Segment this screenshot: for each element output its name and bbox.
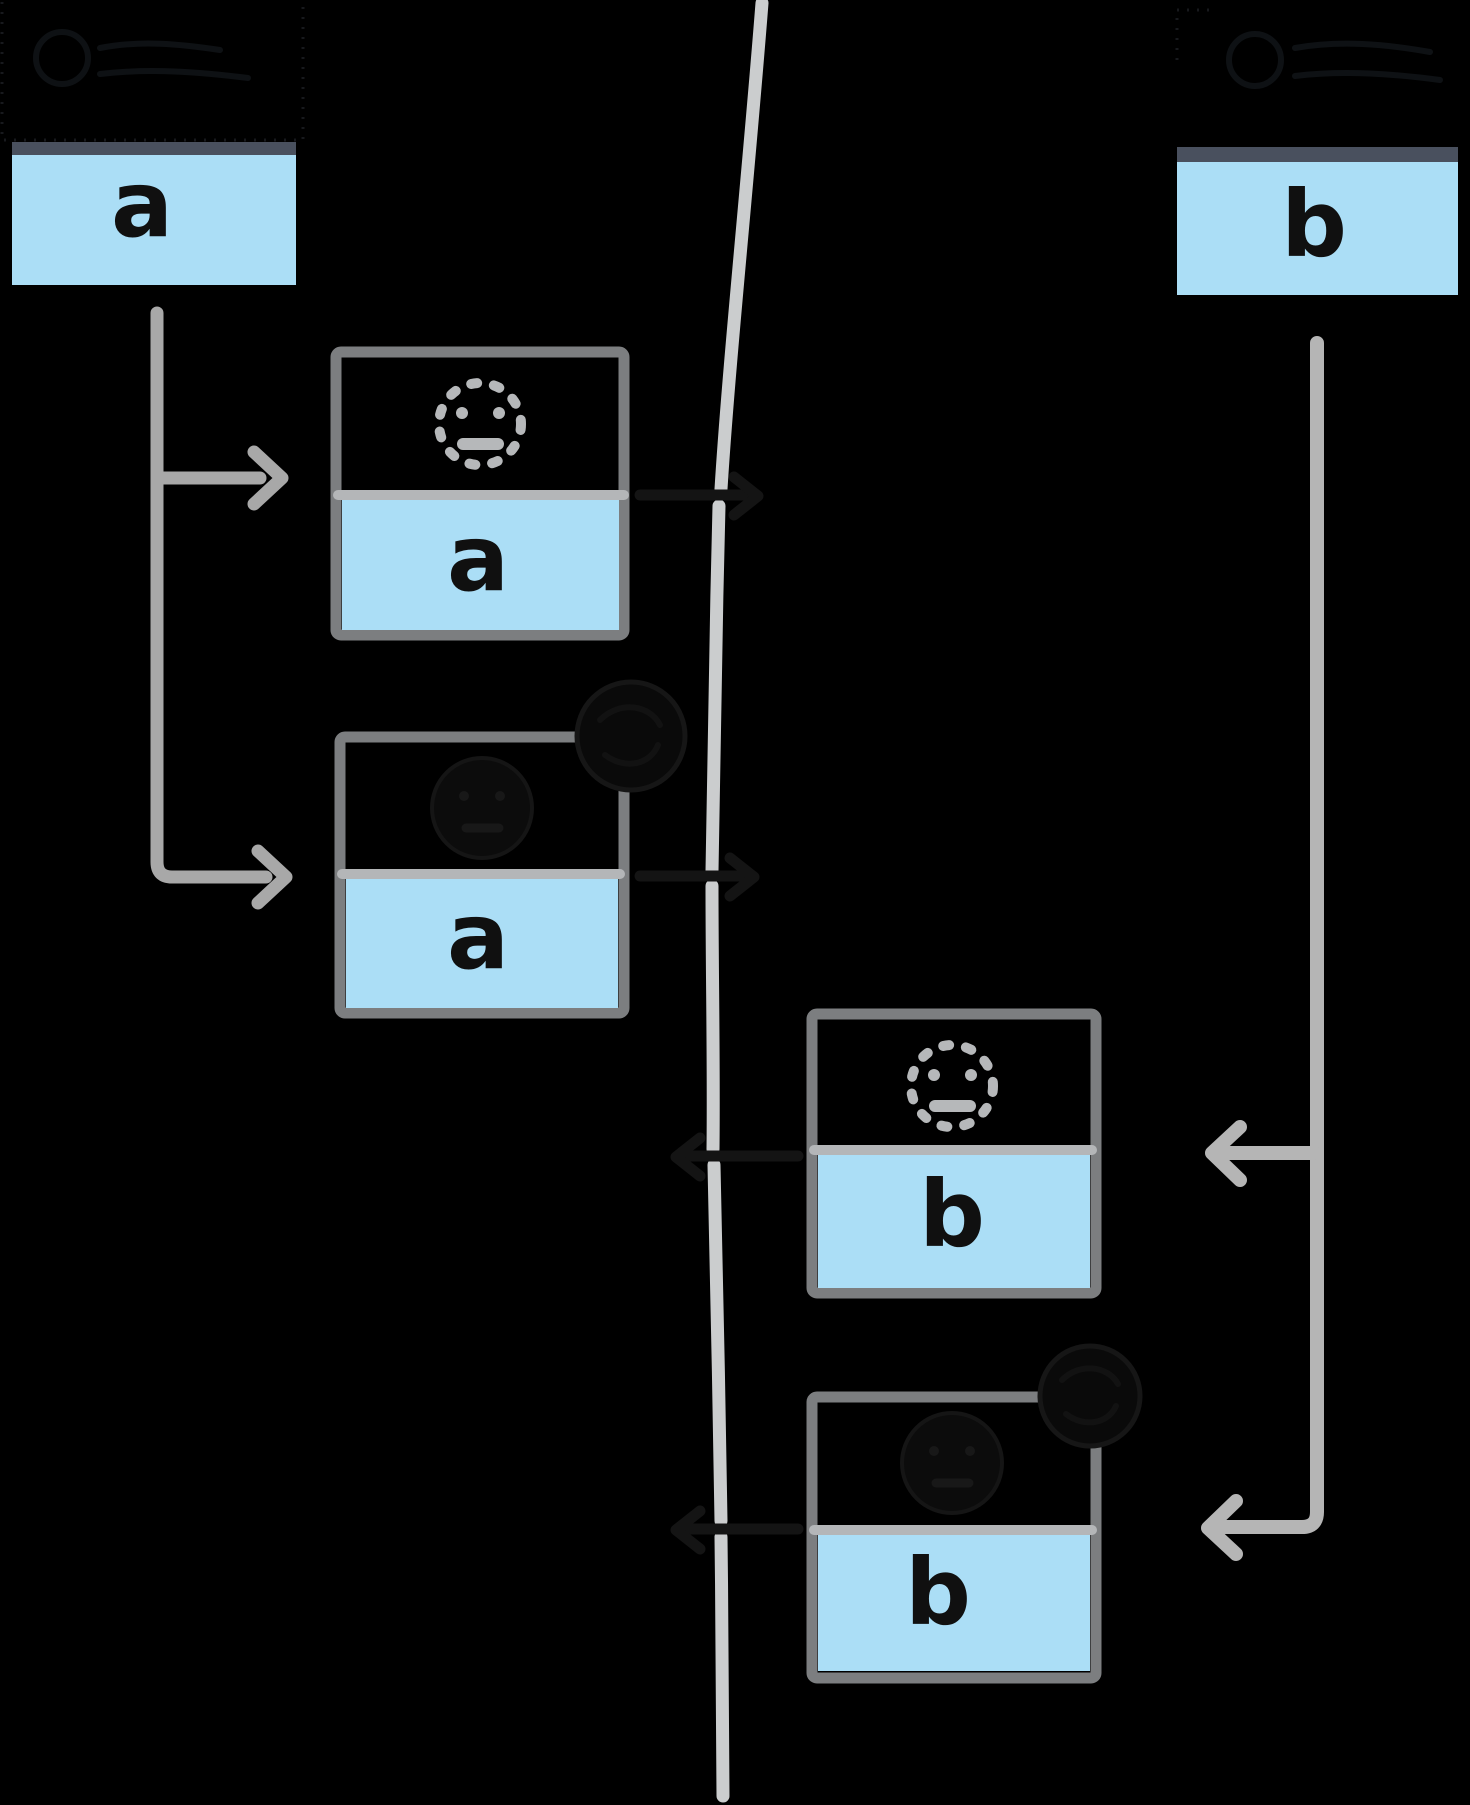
scribble-badge-marks [1059, 1365, 1121, 1426]
file-box-b-titlebar [1177, 147, 1458, 162]
timeline [705, 0, 769, 1803]
file-box-a-body [12, 142, 296, 285]
branch-lines-right [1201, 336, 1324, 1561]
hidden-avatar-icon [430, 756, 534, 860]
branch-lines-left [150, 306, 293, 910]
hidden-avatar-eye [495, 791, 505, 801]
dashed-avatar-icon [434, 378, 526, 470]
commit-box-a1-label: a [447, 505, 509, 612]
hidden-avatar-eye [929, 1446, 939, 1456]
file-box-a-label: a [111, 151, 173, 258]
commit-box-b2-label: b [905, 1539, 971, 1646]
commit-box-b2-blue-half [818, 1535, 1090, 1671]
hidden-label-left-scribble [33, 29, 251, 87]
timeline-segment [714, 1530, 730, 1803]
timeline-segment [714, 0, 769, 496]
hidden-label-right-border [1175, 8, 1215, 60]
branch-arrowhead-b2 [1201, 1494, 1243, 1561]
commit-box-a2-label: a [447, 883, 509, 990]
file-box-b: b [1177, 147, 1458, 295]
scribble-badge-marks [597, 704, 663, 767]
commit-box-b2: b [806, 1343, 1143, 1684]
scribble-badge-icon [1037, 1343, 1143, 1449]
dashed-avatar-ring [906, 1040, 998, 1132]
file-box-b-label: b [1281, 171, 1347, 278]
commit-box-b1: b [806, 1008, 1102, 1299]
file-box-b-body [1177, 147, 1458, 295]
avatar-eye-left [456, 407, 468, 419]
hidden-label-left [0, 0, 305, 142]
avatar-eye-left [928, 1069, 940, 1081]
branch-line-b-main [1215, 336, 1324, 1534]
avatar-eye-right [965, 1069, 977, 1081]
timeline-segment [705, 879, 720, 1156]
scribble-badge-blob [1037, 1343, 1143, 1449]
dashed-avatar-icon [906, 1040, 998, 1132]
hidden-label-right [1175, 8, 1443, 89]
hidden-arrow-b2-head [670, 1505, 706, 1555]
dashed-avatar-ring [434, 378, 526, 470]
commit-box-a2-blue-half [346, 879, 618, 1008]
avatar-eye-right [493, 407, 505, 419]
hidden-arrow-a2-head [724, 852, 760, 902]
commit-box-b1-label: b [919, 1161, 985, 1268]
hidden-avatar-face [430, 756, 534, 860]
commit-box-a1: a [330, 346, 630, 641]
scribble-badge-blob [574, 679, 688, 793]
hidden-avatar-icon [900, 1411, 1004, 1515]
file-box-a-titlebar [12, 142, 296, 155]
commit-box-a1-blue-half [342, 499, 619, 630]
file-box-a: a [12, 142, 296, 285]
timeline-segment [705, 499, 726, 878]
scribble-badge-icon [574, 679, 688, 793]
timeline-segment [707, 1158, 728, 1528]
commit-box-b1-blue-half [818, 1155, 1090, 1288]
hidden-avatar-eye [965, 1446, 975, 1456]
hidden-avatar-face [900, 1411, 1004, 1515]
hidden-label-right-scribble [1226, 31, 1443, 89]
hidden-commit-arrows [634, 471, 804, 1555]
branch-line-a-main [150, 306, 273, 884]
branch-arrowhead-a2 [251, 844, 293, 910]
hidden-arrow-b1-head [670, 1132, 706, 1182]
hidden-arrow-a1-head [728, 471, 764, 521]
branch-arrowhead-b1 [1205, 1120, 1247, 1187]
hidden-avatar-eye [459, 791, 469, 801]
commit-box-a2: a [334, 679, 688, 1019]
branch-arrowhead-a1 [247, 445, 289, 511]
